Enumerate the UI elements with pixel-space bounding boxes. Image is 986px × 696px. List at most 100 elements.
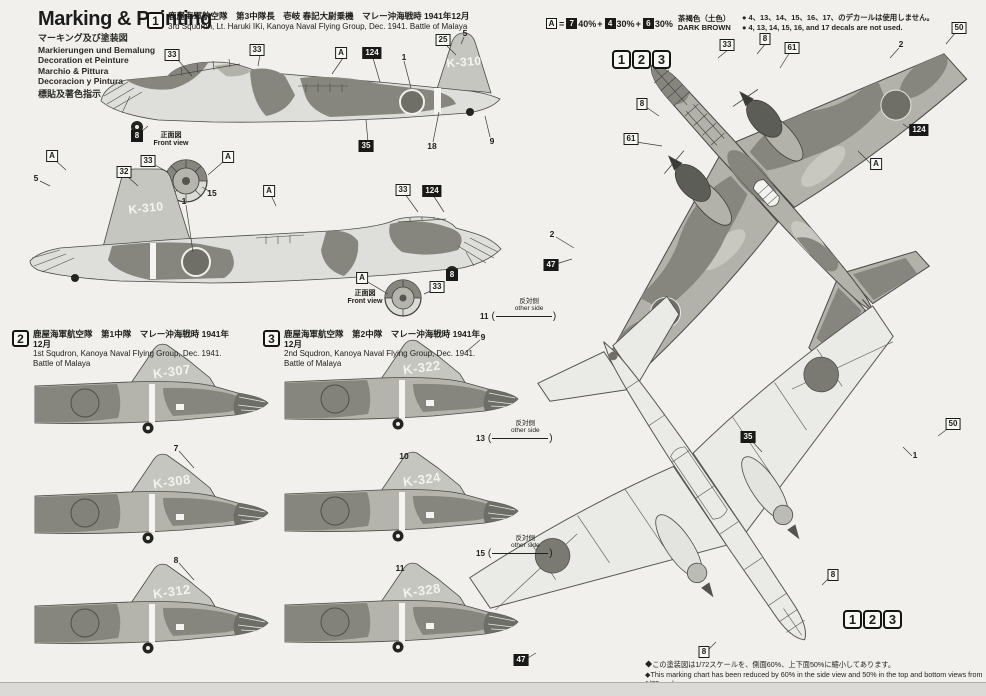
title-de: Markierungen und Bemalung <box>38 44 156 55</box>
callout-A: A <box>356 272 368 284</box>
sheet-title: Marking & Painting <box>38 8 212 30</box>
callout-124: 124 <box>362 47 382 59</box>
paint-pct-7: 40% <box>578 18 597 29</box>
callout-25: 25 <box>435 34 451 46</box>
callout-33: 33 <box>395 184 411 196</box>
footnote-jp: ◆この塗装図は1/72スケールを、側面60%、上下面50%に縮小してあります。 <box>645 660 896 669</box>
callout-33: 33 <box>140 155 156 167</box>
front-view-2-label: 正面図 Front view <box>347 290 383 305</box>
callout-8: 8 <box>698 646 710 658</box>
callout-35: 35 <box>358 140 374 152</box>
color-ref-a: A <box>546 18 557 29</box>
section-2-header: 2 鹿屋海軍航空隊 第1中隊 マレー沖海戦時 1941年12月 1st Squd… <box>12 329 242 368</box>
decal-note-jp: ● 4、13、14、15、16、17、のデカールは使用しません。 <box>742 13 934 22</box>
callout-2: 2 <box>898 39 904 49</box>
section-3-header: 3 鹿屋海軍航空隊 第2中隊 マレー沖海戦時 1941年12月 2nd Squd… <box>263 329 493 368</box>
callout-8: 8 <box>131 130 143 142</box>
variant-badges-top: 1 2 3 <box>612 50 671 69</box>
section-1-title-jp: 鹿屋海軍航空隊 第3中隊長 壱岐 春記大尉乗機 マレー沖海戦時 1941年12月 <box>168 11 470 21</box>
section-1-number: 1 <box>147 12 164 29</box>
callout-8: 8 <box>759 33 771 45</box>
paint-pct-6: 30% <box>654 18 673 29</box>
callout-18: 18 <box>427 141 437 151</box>
badge-1: 1 <box>843 610 862 629</box>
callout-1: 1 <box>181 196 187 206</box>
callout-61: 61 <box>623 133 639 145</box>
callout-5: 5 <box>462 28 468 38</box>
callout-50: 50 <box>951 22 967 34</box>
callout-33: 33 <box>429 281 445 293</box>
badge-2: 2 <box>632 50 651 69</box>
callout-1: 1 <box>401 52 407 62</box>
decal-note-en: ● 4, 13, 14, 15, 16, and 17 decals are n… <box>742 23 903 32</box>
callout-35: 35 <box>740 431 756 443</box>
section-2-title-jp: 鹿屋海軍航空隊 第1中隊 マレー沖海戦時 1941年12月 <box>33 329 230 349</box>
decal-notes: ● 4、13、14、15、16、17、のデカールは使用しません。 ● 4, 13… <box>742 13 934 33</box>
tail-code-side2: K-310 <box>128 199 164 217</box>
callout-50: 50 <box>945 418 961 430</box>
side-view-2: K-310 <box>29 168 502 284</box>
callout-8: 8 <box>173 555 179 565</box>
section-2-number: 2 <box>12 330 29 347</box>
callout-7: 7 <box>173 443 179 453</box>
mix-color-name-jp: 茶褐色（土色） <box>677 14 731 23</box>
title-zh: 標貼及著色指示 <box>38 88 102 99</box>
badge-3: 3 <box>652 50 671 69</box>
callout-5: 5 <box>33 173 39 183</box>
variant-badges-bottom: 1 2 3 <box>843 610 902 629</box>
section-1-title-en: 3rd Squdron, Lt. Haruki IKi, Kanoya Nava… <box>168 21 468 31</box>
paint-ref-6: 6 <box>642 18 654 29</box>
title-it: Marchio & Pittura <box>38 65 109 76</box>
tail-profile-K-307: K-307 <box>34 343 269 434</box>
paint-ref-7: 7 <box>566 18 578 29</box>
badge-3: 3 <box>883 610 902 629</box>
tail-profile-K-328: K-328 <box>284 562 519 653</box>
tail-profile-K-308: K-308 <box>34 453 269 544</box>
front-view-2 <box>384 279 422 317</box>
badge-2: 2 <box>863 610 882 629</box>
front-view-1-label: 正面図 Front view <box>153 132 189 147</box>
callout-8: 8 <box>636 98 648 110</box>
svg-text:K-308: K-308 <box>152 471 192 491</box>
plan-view-top <box>559 0 968 381</box>
callout-32: 32 <box>116 166 132 178</box>
callout-33: 33 <box>164 49 180 61</box>
callout-A: A <box>46 150 58 162</box>
callout-124: 124 <box>909 124 929 136</box>
plan-view-bottom <box>469 295 939 675</box>
badge-1: 1 <box>612 50 631 69</box>
svg-text:K-307: K-307 <box>152 361 192 381</box>
callout-1: 1 <box>912 450 918 460</box>
tail-profile-K-322: K-322 <box>284 339 519 430</box>
callout-9: 9 <box>489 136 495 146</box>
callout-61: 61 <box>784 42 800 54</box>
title-fr: Decoration et Peinture <box>38 55 129 65</box>
title-jp: マーキング及び塗装図 <box>38 33 128 43</box>
callout-2: 2 <box>549 229 555 239</box>
tail-code-side1: K-310 <box>446 53 482 70</box>
svg-text:K-322: K-322 <box>402 357 442 377</box>
callout-47: 47 <box>513 654 529 666</box>
callout-8: 8 <box>827 569 839 581</box>
paint-ref-4: 4 <box>604 18 616 29</box>
callout-15: 15 <box>207 188 217 198</box>
callout-47: 47 <box>543 259 559 271</box>
tail-profile-K-324: K-324 <box>284 451 519 542</box>
section-1-header: 1 鹿屋海軍航空隊 第3中隊長 壱岐 春記大尉乗機 マレー沖海戦時 1941年1… <box>147 11 537 31</box>
svg-text:K-324: K-324 <box>402 469 442 489</box>
paint-pct-4: 30% <box>616 18 635 29</box>
callout-10: 10 <box>399 451 409 461</box>
callout-A: A <box>870 158 882 170</box>
section-3-title-jp: 鹿屋海軍航空隊 第2中隊 マレー沖海戦時 1941年12月 <box>284 329 481 349</box>
callout-33: 33 <box>719 39 735 51</box>
svg-text:K-312: K-312 <box>152 581 192 601</box>
svg-text:K-328: K-328 <box>402 580 442 600</box>
callout-A: A <box>335 47 347 59</box>
callout-33: 33 <box>249 44 265 56</box>
paint-mix-formula: A = 7 40% + 4 30% + 6 30% 茶褐色（土色） DARK B… <box>545 14 731 32</box>
